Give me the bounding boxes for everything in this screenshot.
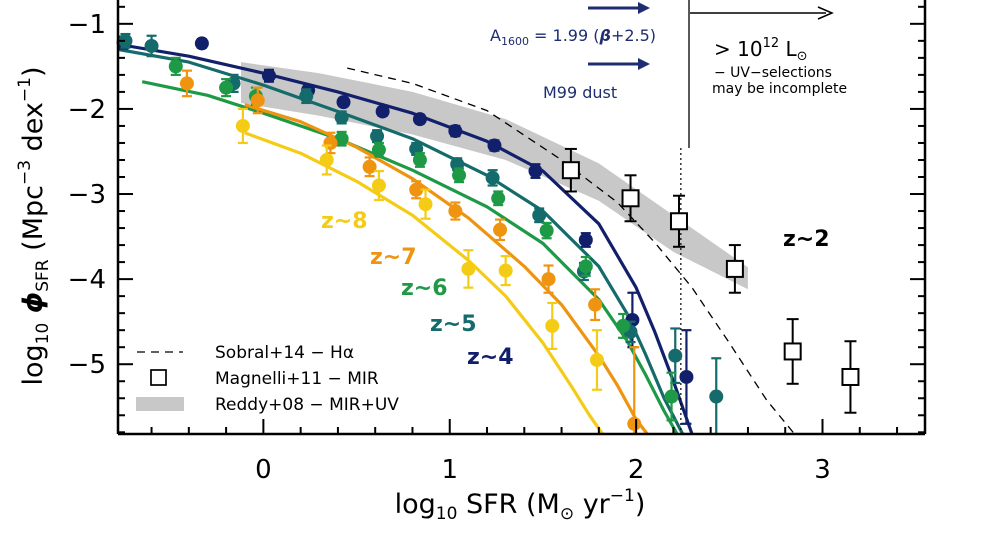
y-tick-label: −5: [68, 350, 106, 380]
point-z7: [409, 182, 424, 197]
m99-dust-label: M99 dust: [543, 83, 617, 102]
point-z4: [194, 36, 209, 51]
point-z5: [485, 170, 500, 185]
label-z8: z~8: [321, 209, 368, 234]
uv-note-line1: − UV−selections: [714, 65, 832, 81]
legend: Sobral+14 − Hα Magnelli+11 − MIR Reddy+0…: [136, 343, 399, 415]
sobral-line-layer: [347, 67, 796, 435]
legend-magnelli-label: Magnelli+11 − MIR: [215, 369, 379, 389]
point-z5: [370, 129, 385, 144]
x-tick-label: 0: [255, 455, 272, 485]
point-z4: [578, 232, 593, 247]
point-z8: [589, 352, 604, 367]
point-z6: [578, 259, 593, 274]
label-z4: z~4: [467, 345, 514, 370]
legend-reddy-symbol: [136, 397, 184, 411]
point-z4: [679, 369, 694, 384]
sobral-line: [347, 67, 796, 435]
point-z8: [461, 261, 476, 276]
legend-sobral-label: Sobral+14 − Hα: [215, 343, 354, 363]
point-magnelli: [561, 161, 580, 180]
reddy-band-layer: [241, 62, 748, 290]
point-z4: [487, 138, 502, 153]
legend-magnelli-symbol: [150, 369, 167, 386]
point-z5: [709, 389, 724, 404]
fit-curve-z8: [244, 131, 604, 435]
point-z6: [219, 80, 234, 95]
point-z6: [412, 152, 427, 167]
point-z4: [412, 112, 427, 127]
point-z8: [235, 118, 250, 133]
fit-curve-z4: [117, 42, 694, 435]
y-tick-label: −4: [68, 265, 106, 295]
label-z5: z~5: [430, 312, 477, 337]
label-z2: z~2: [783, 227, 830, 252]
point-magnelli: [725, 259, 744, 278]
legend-reddy-label: Reddy+08 − MIR+UV: [215, 395, 399, 415]
fit-curve-layer: [117, 42, 694, 435]
y-tick-label: −2: [68, 95, 106, 125]
x-tick-label: 3: [814, 455, 831, 485]
point-z7: [588, 297, 603, 312]
point-z7: [627, 416, 642, 431]
point-z7: [323, 135, 338, 150]
a1600-arrow-head: [638, 2, 650, 14]
point-z4: [375, 104, 390, 119]
point-z6: [491, 191, 506, 206]
fit-curve-z6: [141, 80, 679, 435]
point-z4: [336, 95, 351, 110]
point-magnelli: [621, 189, 640, 208]
annotations: A1600 = 1.99 (β+2.5) M99 dust > 1012 L⊙ …: [490, 0, 847, 148]
point-z8: [418, 197, 433, 212]
point-z7: [362, 159, 377, 174]
point-z7: [250, 93, 265, 108]
point-z6: [664, 389, 679, 404]
point-z7: [493, 222, 508, 237]
point-z7: [179, 76, 194, 91]
point-z6: [539, 223, 554, 238]
y-tick-label: −3: [68, 180, 106, 210]
point-z8: [498, 263, 513, 278]
point-z4: [528, 164, 543, 179]
point-z5: [668, 348, 683, 363]
x-tick-label: 2: [628, 455, 645, 485]
point-z5: [144, 38, 159, 53]
point-z7: [541, 272, 556, 287]
point-z4: [261, 68, 276, 83]
point-magnelli: [669, 212, 688, 231]
point-z5: [334, 110, 349, 125]
a1600-label: A1600 = 1.99 (β+2.5): [490, 26, 656, 48]
point-z8: [545, 318, 560, 333]
fit-curve-z5: [117, 47, 685, 435]
point-z8: [319, 152, 334, 167]
point-z4: [448, 124, 463, 139]
point-magnelli: [783, 342, 802, 361]
m99-arrow-head: [638, 58, 650, 70]
label-z6: z~6: [401, 276, 448, 301]
point-z6: [371, 142, 386, 157]
data-point-layer: [116, 32, 860, 434]
label-z7: z~7: [370, 245, 417, 270]
axes: 0 1 2 3 −1 −2 −3 −4 −5: [68, 0, 927, 485]
point-z8: [371, 178, 386, 193]
x-tick-label: 1: [441, 455, 458, 485]
point-z6: [616, 318, 631, 333]
point-z5: [299, 89, 314, 104]
x-axis-title: log10 SFR (M⊙ yr−1): [395, 486, 646, 524]
point-z6: [452, 168, 467, 183]
luminosity-label: > 1012 L⊙: [714, 36, 808, 64]
point-z6: [334, 131, 349, 146]
lum-arrow-head: [817, 6, 834, 20]
y-tick-label: −1: [68, 10, 106, 40]
point-magnelli: [841, 367, 860, 386]
point-z5: [532, 208, 547, 223]
uv-note-line2: may be incomplete: [712, 81, 847, 97]
point-z7: [448, 204, 463, 219]
y-axis-title: log10 ϕSFR (Mpc−3 dex−1): [15, 66, 53, 385]
point-z5: [118, 33, 133, 48]
reddy-band: [241, 62, 748, 290]
point-z6: [168, 59, 183, 74]
